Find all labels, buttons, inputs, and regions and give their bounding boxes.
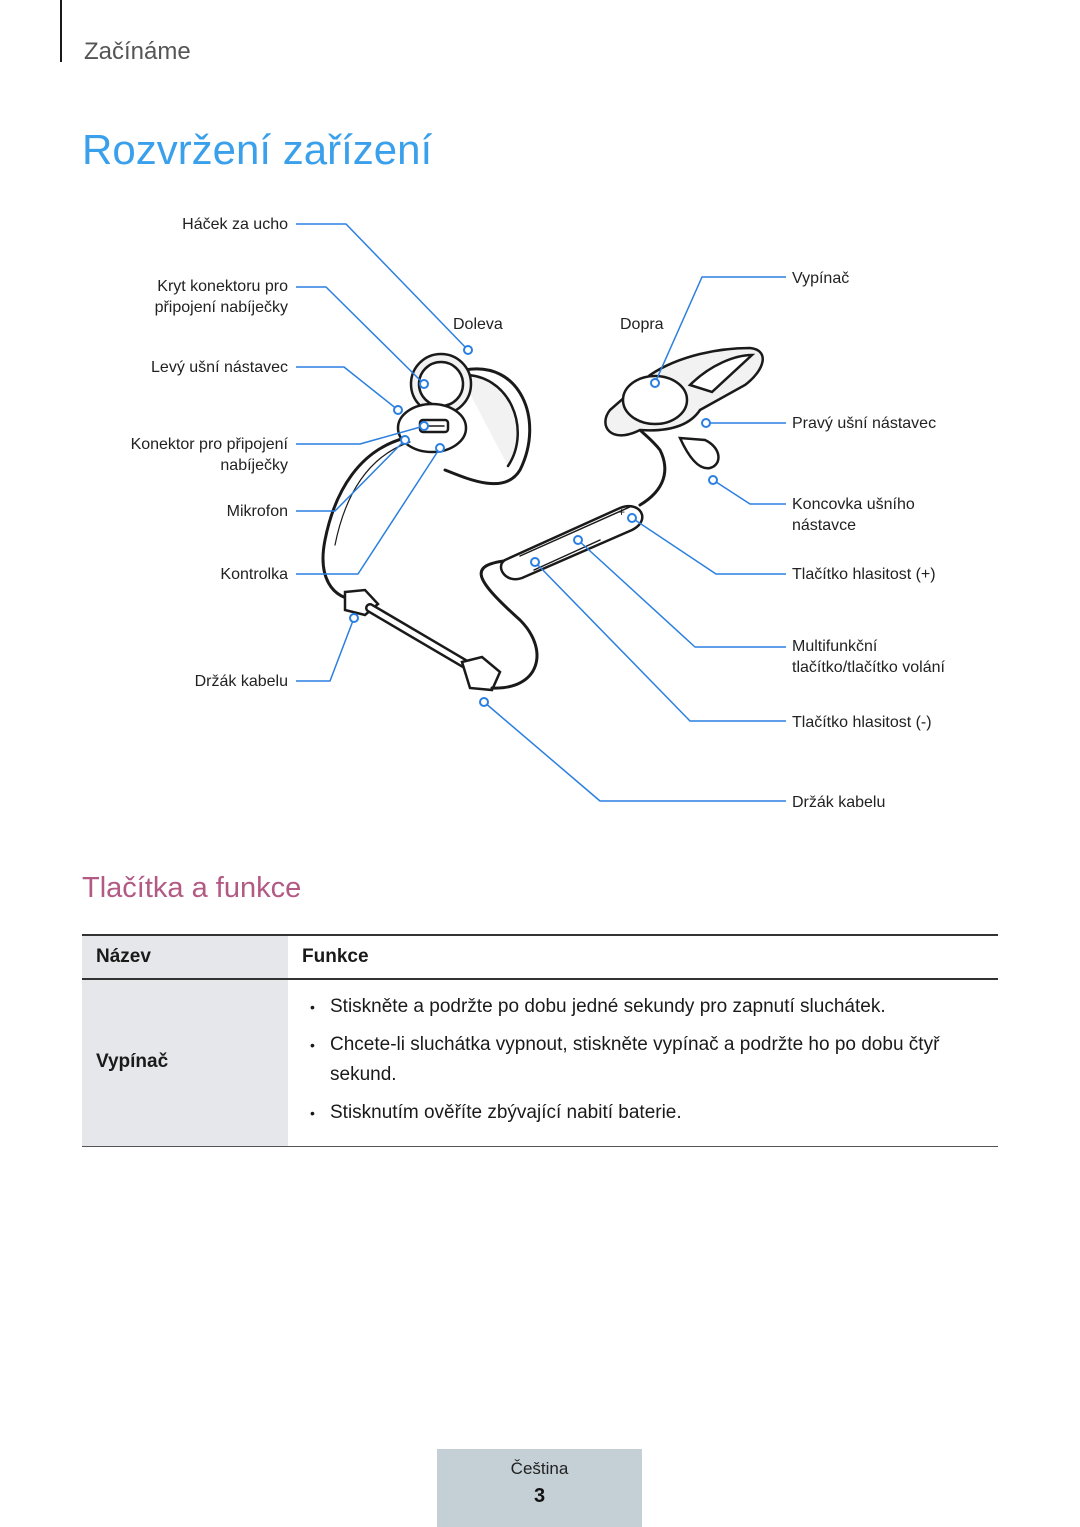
callout-microphone — [296, 439, 406, 512]
remote-control: + — [499, 505, 644, 581]
page-title: Rozvržení zařízení — [82, 126, 433, 173]
row-functions: Stiskněte a podržte po dobu jedné sekund… — [288, 979, 998, 1147]
callout-cable-holder-left — [296, 617, 355, 682]
section-label: Začínáme — [84, 38, 191, 65]
footer-language: Čeština — [510, 1459, 569, 1478]
label-side-left: Doleva — [453, 316, 503, 333]
callout-cable-holder-right — [483, 701, 786, 802]
page-number: 3 — [533, 1485, 546, 1507]
device-diagram: + — [296, 223, 786, 802]
label-microphone: Mikrofon — [226, 503, 288, 520]
table-row: Vypínač Stiskněte a podržte po dobu jedn… — [82, 979, 998, 1147]
label-vol-up: Tlačítko hlasitost (+) — [792, 566, 936, 583]
callout-power — [654, 276, 786, 384]
callout-vol-up — [631, 517, 786, 575]
callout-vol-down — [534, 561, 786, 722]
label-power: Vypínač — [792, 270, 850, 287]
callout-multi — [577, 539, 786, 648]
cable-holder-bar — [343, 588, 502, 692]
label-left-earpiece: Levý ušní nástavec — [151, 359, 288, 376]
left-cable — [321, 436, 407, 602]
label-cable-holder-right: Držák kabelu — [792, 794, 886, 811]
left-earpiece — [396, 352, 532, 486]
callout-charging-connector — [296, 425, 425, 445]
row-name: Vypínač — [82, 979, 288, 1147]
label-indicator: Kontrolka — [220, 566, 288, 583]
callout-indicator — [296, 447, 441, 575]
svg-text:+: + — [618, 505, 625, 519]
label-ear-tip: Koncovka ušního nástavce — [792, 496, 915, 534]
functions-table: Název Funkce Vypínač Stiskněte a podržte… — [82, 934, 998, 1147]
callout-left-earpiece — [296, 366, 399, 411]
header-rule — [60, 0, 62, 62]
callout-ear-hook — [296, 223, 469, 351]
callout-connector-cover — [296, 286, 425, 385]
label-vol-down: Tlačítko hlasitost (-) — [792, 714, 932, 731]
label-right-earpiece: Pravý ušní nástavec — [792, 415, 937, 432]
label-multi: Multifunkční tlačítko/tlačítko volání — [792, 638, 945, 676]
section-subtitle: Tlačítka a funkce — [82, 872, 302, 904]
label-connector-cover: Kryt konektoru pro připojení nabíječky — [154, 278, 288, 316]
column-header-function: Funkce — [288, 934, 998, 980]
page-footer: Čeština 3 — [437, 1449, 642, 1527]
label-side-right: Dopra — [620, 316, 664, 333]
label-cable-holder-left: Držák kabelu — [194, 673, 288, 690]
column-header-name: Název — [82, 934, 288, 980]
label-ear-hook: Háček za ucho — [182, 216, 288, 233]
function-item: Stiskněte a podržte po dobu jedné sekund… — [310, 992, 984, 1022]
function-item: Stisknutím ověříte zbývající nabití bate… — [310, 1098, 984, 1128]
callout-ear-tip — [712, 479, 786, 505]
table-header-row: Název Funkce — [82, 934, 998, 980]
right-cable — [479, 558, 539, 690]
function-list: Stiskněte a podržte po dobu jedné sekund… — [302, 992, 984, 1128]
function-item: Chcete-li sluchátka vypnout, stiskněte v… — [310, 1030, 984, 1090]
right-earpiece — [604, 346, 764, 470]
label-charging-connector: Konektor pro připojení nabíječky — [130, 436, 288, 474]
